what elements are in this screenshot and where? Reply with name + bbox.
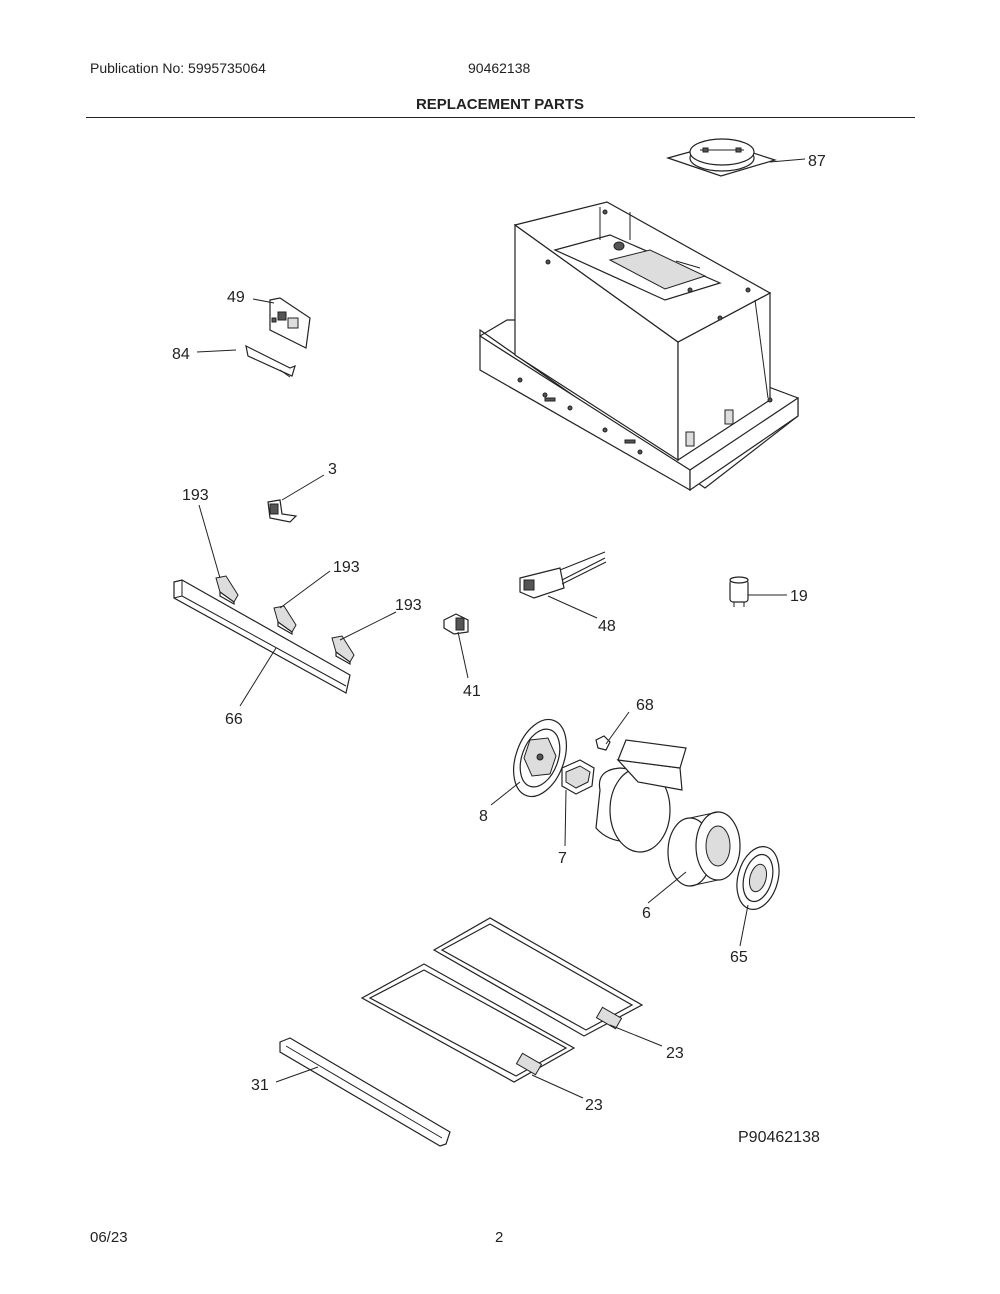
part-65-inlet-ring [736,846,780,910]
callout-68: 68 [636,697,654,714]
part-31-rail [279,1037,451,1147]
callout-48: 48 [598,618,616,635]
callout-19: 19 [790,588,808,605]
callout-31: 31 [251,1077,269,1094]
callout-23-b: 23 [585,1097,603,1114]
callout-7: 7 [558,850,567,867]
part-87-duct-collar [665,138,778,177]
model-number: 90462138 [468,60,531,76]
part-193-switch-a [215,575,239,606]
part-3-clip [267,499,298,523]
callout-23-a: 23 [666,1045,684,1062]
callout-66: 66 [225,711,243,728]
page-title: REPLACEMENT PARTS [415,96,585,113]
part-193-switch-b [273,605,297,636]
blower-housing [595,739,687,853]
part-66-trim-bar [173,579,351,694]
part-8-motor-plate [513,718,567,798]
diagram-code: P90462138 [738,1129,820,1146]
part-7-motor [561,759,595,795]
part-19-capacitor [729,576,749,607]
hood-housing [479,201,799,492]
callout-193-b: 193 [333,559,360,576]
callout-41: 41 [463,683,481,700]
callout-193-c: 193 [395,597,422,614]
part-84-bracket [245,344,296,378]
part-49-control-board [269,297,311,349]
header-rule [86,117,915,118]
callout-193-a: 193 [182,487,209,504]
callout-8: 8 [479,808,488,825]
part-48-light-fixture [519,551,607,599]
page-number: 2 [495,1229,504,1246]
part-68-clip [595,735,611,751]
leader-lines [196,158,806,1099]
part-41-connector [443,613,469,635]
callout-49: 49 [227,289,245,306]
callout-84: 84 [172,346,190,363]
publication-number: Publication No: 5995735064 [90,60,266,76]
callout-65: 65 [730,949,748,966]
footer-date: 06/23 [90,1229,128,1246]
part-6-blower-wheel [667,811,741,887]
callout-87: 87 [808,153,826,170]
part-23-filter-lower [360,963,576,1083]
callout-3: 3 [328,461,337,478]
callout-6: 6 [642,905,651,922]
part-193-switch-c [331,635,355,666]
part-23-filter-upper [432,917,644,1037]
